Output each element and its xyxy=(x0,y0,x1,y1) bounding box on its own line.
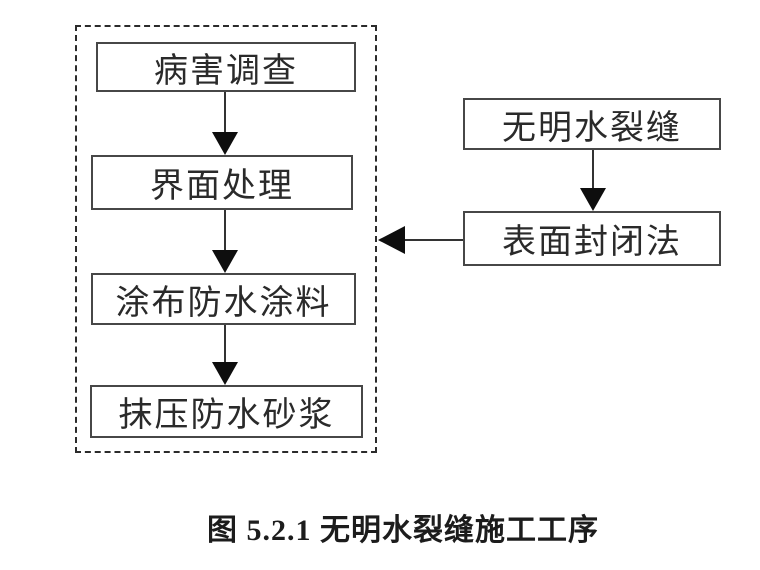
flow-node-surface-sealing-method: 表面封闭法 xyxy=(463,211,721,266)
flow-node-no-visible-water-crack: 无明水裂缝 xyxy=(463,98,721,150)
flow-node-label: 抹压防水砂浆 xyxy=(118,397,335,434)
connector-line xyxy=(592,150,594,190)
flow-node-label: 表面封闭法 xyxy=(502,224,682,261)
flow-node-label: 病害调查 xyxy=(154,52,298,90)
flow-node-interface-treatment: 界面处理 xyxy=(91,155,353,210)
connector-line xyxy=(402,239,463,241)
arrow-down-icon xyxy=(580,188,606,211)
flow-node-label: 界面处理 xyxy=(150,168,294,205)
flow-node-disease-survey: 病害调查 xyxy=(96,42,356,92)
connector-line xyxy=(224,92,226,133)
arrow-down-icon xyxy=(212,132,238,155)
figure-caption: 图 5.2.1 无明水裂缝施工工序 xyxy=(207,514,599,547)
connector-line xyxy=(224,325,226,363)
flow-node-apply-waterproof-coating: 涂布防水涂料 xyxy=(91,273,356,325)
arrow-down-icon xyxy=(212,362,238,385)
flow-node-label: 无明水裂缝 xyxy=(502,109,682,147)
connector-line xyxy=(224,210,226,251)
arrow-down-icon xyxy=(212,250,238,273)
arrow-left-icon xyxy=(378,226,405,254)
dashed-group-border xyxy=(75,25,377,453)
flow-node-label: 涂布防水涂料 xyxy=(115,284,332,322)
flow-node-trowel-waterproof-mortar: 抹压防水砂浆 xyxy=(90,385,363,438)
